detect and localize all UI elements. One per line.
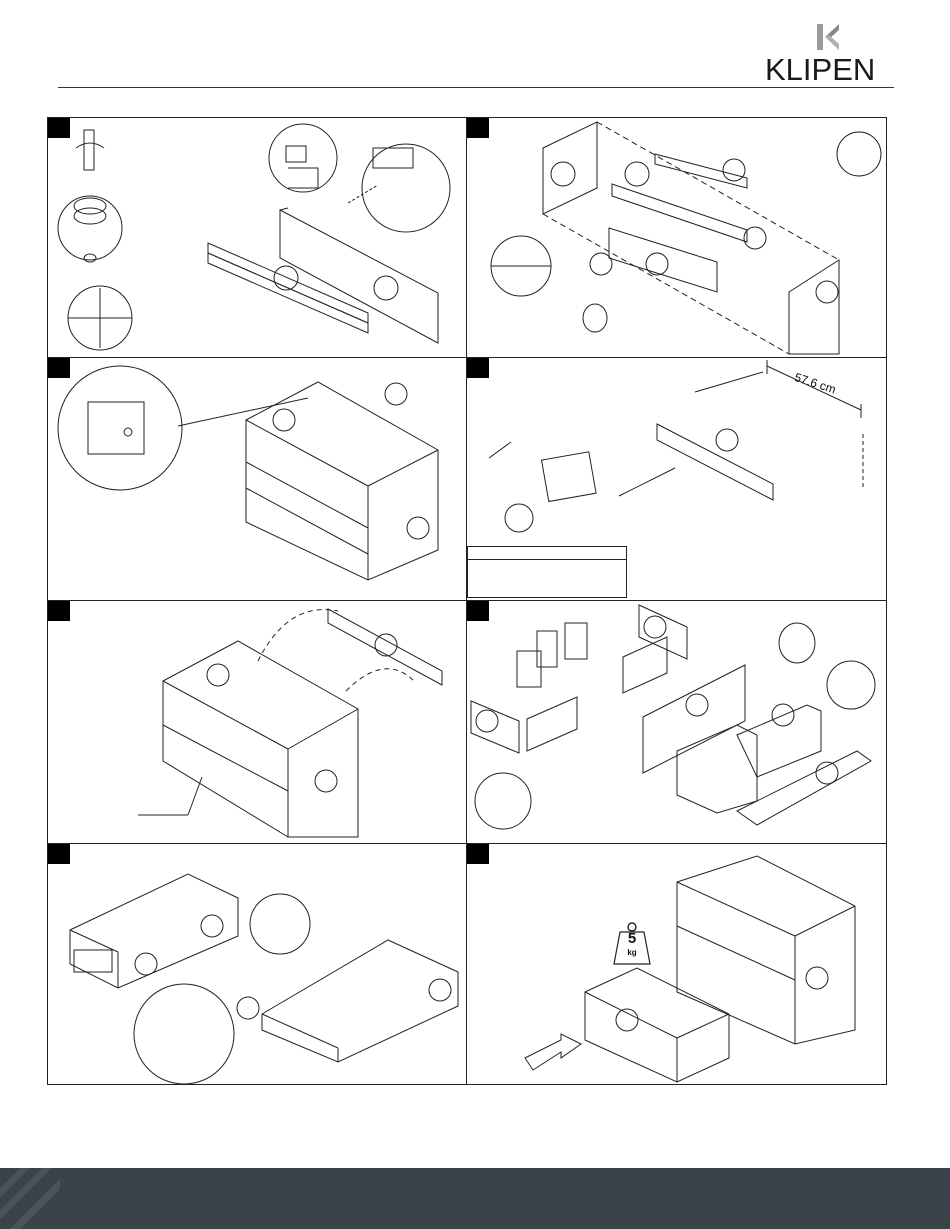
weight-limit-icon: 5 kg: [612, 922, 652, 968]
panel-step-1: [47, 117, 468, 359]
cam-lock-diagram: [48, 118, 468, 359]
frame-assembly-diagram: [467, 118, 887, 359]
panel-step-6: [466, 600, 887, 845]
cabinet-hanging-diagram: [48, 601, 468, 845]
footer-stripe-pattern: [0, 1168, 60, 1229]
weight-value: 5: [612, 930, 652, 947]
warning-box-divider: [468, 559, 626, 560]
panel-step-4: 57.6 cm: [466, 357, 887, 602]
instruction-grid: 57.6 cm: [47, 117, 887, 1085]
header-rule: [58, 87, 894, 88]
klipen-logo: KLIPEN: [765, 22, 900, 84]
footer-bar: [0, 1168, 950, 1229]
drawer-slides-diagram: [48, 844, 468, 1085]
drawer-parts-diagram: [467, 601, 887, 845]
panel-step-8: [466, 843, 887, 1085]
klipen-mark-icon: [815, 22, 843, 52]
panel-step-3: [47, 357, 468, 602]
brand-name: KLIPEN: [765, 54, 875, 85]
warning-box: [467, 546, 627, 598]
panel-step-7: [47, 843, 468, 1085]
weight-unit: kg: [612, 948, 652, 957]
drawer-insertion-diagram: [467, 844, 887, 1085]
panel-step-2: [466, 117, 887, 359]
panel-step-5: [47, 600, 468, 845]
corner-bracket-diagram: [48, 358, 468, 602]
